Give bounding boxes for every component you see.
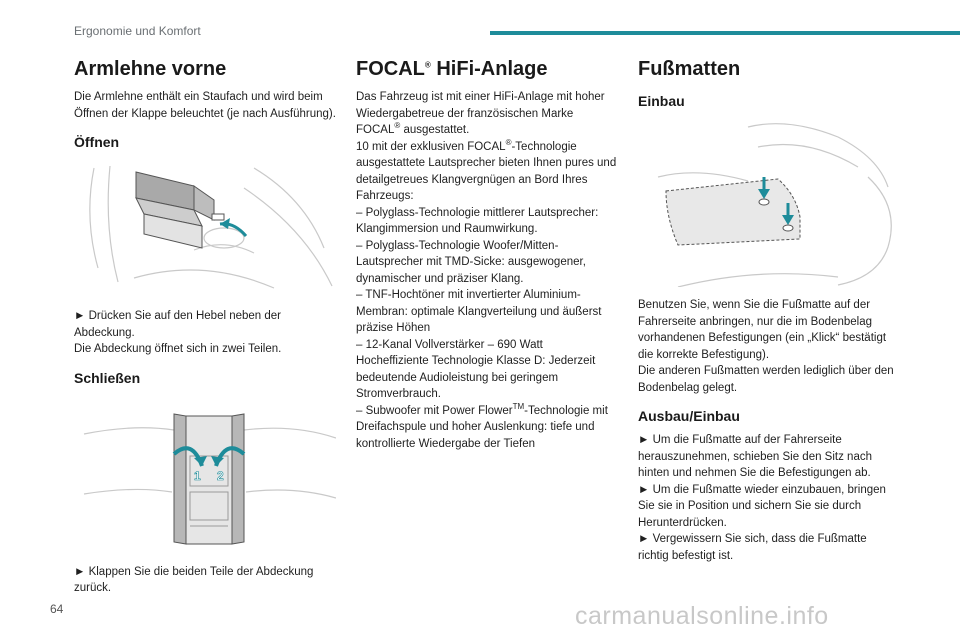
armrest-title: Armlehne vorne (74, 58, 227, 80)
page-number: 64 (50, 602, 64, 616)
focal-item-1: – Polyglass-Technologie mittlerer Lautsp… (356, 206, 599, 236)
install-heading: Einbau (638, 93, 685, 109)
remove-step-3: ► Vergewissern Sie sich, dass die Fußmat… (638, 533, 867, 562)
focal-title: FOCAL® HiFi-Anlage (356, 58, 548, 80)
remove-heading: Ausbau/Einbau (638, 408, 740, 424)
column-focal: FOCAL® HiFi-Anlage Das Fahrzeug ist mit … (356, 57, 618, 452)
column-armrest: Armlehne vorne Die Armlehne enthält ein … (74, 57, 336, 597)
column-floor-mats: Fußmatten Einbau Benutzen Sie, wenn Sie … (638, 57, 900, 564)
open-step: ► Drücken Sie auf den Hebel neben der Ab… (74, 310, 282, 339)
header-accent-bar (490, 31, 960, 35)
focal-para-1: Das Fahrzeug ist mit einer HiFi-Anlage m… (356, 91, 605, 136)
floor-mats-title: Fußmatten (638, 58, 741, 80)
close-step: ► Klappen Sie die beiden Teile der Abdec… (74, 565, 314, 595)
floor-mat-illustration (657, 123, 892, 287)
watermark: carmanualsonline.info (575, 602, 829, 630)
close-label-1: 1 (194, 469, 201, 483)
close-heading: Schließen (74, 369, 141, 386)
armrest-intro: Die Armlehne enthält ein Staufach und wi… (74, 91, 336, 120)
chapter-title: Ergonomie und Komfort (74, 24, 201, 38)
close-label-2: 2 (217, 469, 224, 483)
install-text: Benutzen Sie, wenn Sie die Fußmatte auf … (638, 299, 887, 361)
focal-item-2: – Polyglass-Technologie Woofer/Mitten-La… (356, 239, 586, 285)
install-note: Die anderen Fußmatten werden lediglich ü… (638, 365, 894, 394)
focal-item-4: – 12-Kanal Vollverstärker – 690 Watt Hoc… (356, 338, 596, 401)
focal-item-5: – Subwoofer mit Power FlowerTM-Technolog… (356, 401, 608, 450)
open-heading: Öffnen (74, 134, 120, 150)
armrest-open-illustration (89, 165, 333, 289)
remove-step-1: ► Um die Fußmatte auf der Fahrerseite he… (638, 434, 872, 479)
armrest-close-illustration: 1 2 (83, 412, 336, 545)
focal-item-3: – TNF-Hochtöner mit invertierter Alumini… (356, 289, 602, 334)
focal-para-2: 10 mit der exklusiven FOCAL®-Technologie… (356, 137, 617, 202)
open-note: Die Abdeckung öffnet sich in zwei Teilen… (74, 343, 282, 355)
remove-step-2: ► Um die Fußmatte wieder einzubauen, bri… (638, 483, 886, 529)
